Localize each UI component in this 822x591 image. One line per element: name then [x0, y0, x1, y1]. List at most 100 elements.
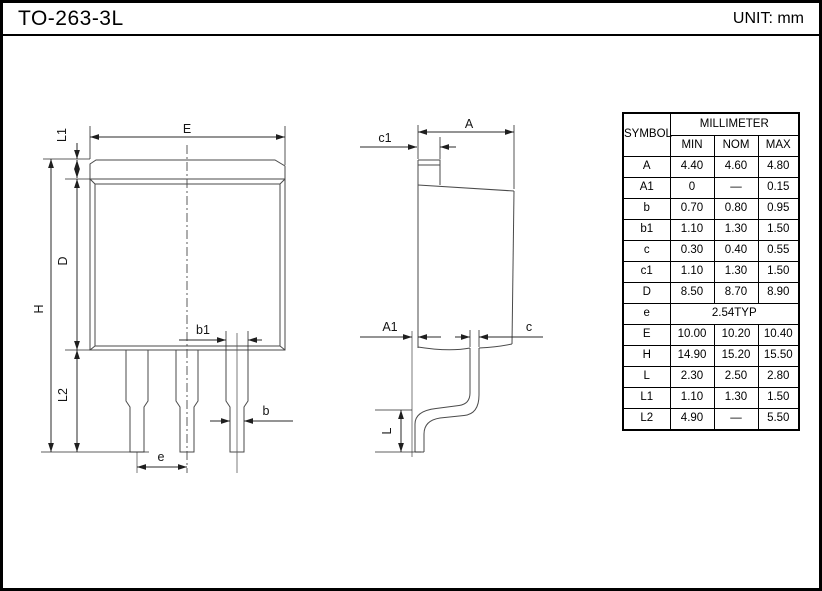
nom-header-cell: NOM	[713, 135, 759, 157]
min-cell: 2.30	[669, 366, 715, 388]
dim-c-label: c	[526, 320, 532, 334]
table-row: b1 1.10 1.30 1.50	[622, 219, 800, 241]
nom-cell: 1.30	[713, 387, 759, 409]
symbol-cell: b	[622, 198, 671, 220]
symbol-header-cell: SYMBOL	[622, 112, 672, 157]
max-cell: 1.50	[757, 219, 800, 241]
max-cell: 1.50	[757, 261, 800, 283]
nom-cell: 0.80	[713, 198, 759, 220]
dim-E-label: E	[183, 122, 191, 136]
dim-A1-label: A1	[382, 320, 397, 334]
symbol-cell: A1	[622, 177, 671, 199]
nom-cell: 15.20	[713, 345, 759, 367]
dim-H-label: H	[32, 304, 46, 313]
symbol-cell: A	[622, 156, 671, 178]
symbol-cell: c	[622, 240, 671, 262]
max-cell: 0.95	[757, 198, 800, 220]
nom-cell: 1.30	[713, 219, 759, 241]
min-cell: 0.70	[669, 198, 715, 220]
table-row: A 4.40 4.60 4.80	[622, 156, 800, 178]
side-body-front-edge	[511, 190, 515, 345]
pitch-span-cell: 2.54TYP	[669, 303, 800, 325]
symbol-cell: b1	[622, 219, 671, 241]
dim-D-label: D	[56, 256, 70, 265]
title-bar: TO-263-3L UNIT: mm	[3, 3, 819, 36]
symbol-cell: D	[622, 282, 671, 304]
symbol-cell: L1	[622, 387, 671, 409]
dim-L2-label: L2	[56, 388, 70, 402]
min-cell: 4.90	[669, 408, 715, 431]
min-cell: 1.10	[669, 219, 715, 241]
min-cell: 8.50	[669, 282, 715, 304]
max-cell: 0.55	[757, 240, 800, 262]
front-body-corner-bevels	[89, 178, 286, 351]
max-cell: 4.80	[757, 156, 800, 178]
dim-L1-label: L1	[55, 128, 69, 142]
package-title: TO-263-3L	[18, 6, 124, 30]
front-body-outline	[89, 178, 286, 351]
table-row: E 10.00 10.20 10.40	[622, 324, 800, 346]
millimeter-header-cell: MILLIMETER	[669, 112, 800, 136]
nom-cell: 2.50	[713, 366, 759, 388]
front-body-bevel	[94, 183, 281, 347]
symbol-cell: L	[622, 366, 671, 388]
min-cell: 0	[669, 177, 715, 199]
table-row: b 0.70 0.80 0.95	[622, 198, 800, 220]
nom-cell: 1.30	[713, 261, 759, 283]
max-cell: 5.50	[757, 408, 800, 431]
table-row: D 8.50 8.70 8.90	[622, 282, 800, 304]
front-tab-outline	[89, 159, 286, 179]
side-body-bottom-left	[417, 346, 471, 351]
side-body-top-slope	[417, 184, 515, 192]
package-outline-drawing: E H L1 D L2 b1 b	[32, 117, 543, 473]
nom-cell: —	[713, 408, 759, 431]
table-row: c1 1.10 1.30 1.50	[622, 261, 800, 283]
table-row: c 0.30 0.40 0.55	[622, 240, 800, 262]
nom-cell: 4.60	[713, 156, 759, 178]
max-cell: 15.50	[757, 345, 800, 367]
dim-b1-label: b1	[196, 323, 210, 337]
table-row: L1 1.10 1.30 1.50	[622, 387, 800, 409]
min-cell: 14.90	[669, 345, 715, 367]
table-row: A1 0 — 0.15	[622, 177, 800, 199]
nom-cell: 10.20	[713, 324, 759, 346]
symbol-cell: H	[622, 345, 671, 367]
side-tab-outline	[418, 159, 441, 185]
max-cell: 0.15	[757, 177, 800, 199]
unit-label: UNIT: mm	[732, 9, 804, 27]
max-header-cell: MAX	[757, 135, 800, 157]
dimension-table: SYMBOL MILLIMETER MIN NOM MAX A 4.40 4.6…	[622, 112, 801, 431]
min-header-cell: MIN	[669, 135, 715, 157]
dim-A-label: A	[465, 117, 474, 131]
min-cell: 1.10	[669, 261, 715, 283]
table-row: L 2.30 2.50 2.80	[622, 366, 800, 388]
side-lead-outer-edge	[423, 348, 480, 452]
max-cell: 1.50	[757, 387, 800, 409]
side-body-bottom-right	[478, 343, 513, 349]
symbol-cell: c1	[622, 261, 671, 283]
nom-cell: 8.70	[713, 282, 759, 304]
table-header-row: SYMBOL MILLIMETER	[622, 112, 800, 157]
symbol-cell: L2	[622, 408, 671, 431]
max-cell: 2.80	[757, 366, 800, 388]
min-cell: 0.30	[669, 240, 715, 262]
dim-L-label: L	[380, 427, 394, 434]
side-lead-inner-edge	[414, 348, 471, 452]
side-view: A c1 A1 c L	[360, 117, 543, 457]
front-view: E H L1 D L2 b1 b	[32, 122, 293, 473]
front-lead-1	[125, 350, 149, 453]
min-cell: 1.10	[669, 387, 715, 409]
min-cell: 10.00	[669, 324, 715, 346]
min-cell: 4.40	[669, 156, 715, 178]
nom-cell: —	[713, 177, 759, 199]
symbol-cell: E	[622, 324, 671, 346]
dim-c1-label: c1	[378, 131, 391, 145]
max-cell: 8.90	[757, 282, 800, 304]
table-row-pitch: e 2.54TYP	[622, 303, 800, 325]
symbol-cell: e	[622, 303, 671, 325]
dim-b-label: b	[263, 404, 270, 418]
table-row: H 14.90 15.20 15.50	[622, 345, 800, 367]
nom-cell: 0.40	[713, 240, 759, 262]
max-cell: 10.40	[757, 324, 800, 346]
